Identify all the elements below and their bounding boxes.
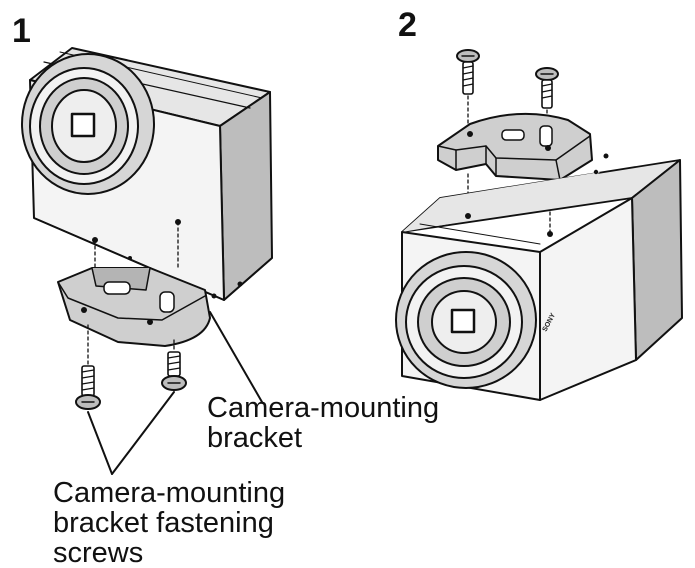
fastening-screw-right (161, 339, 187, 391)
step-1-illustration (21, 47, 273, 475)
bracket-label-line1: Camera-mounting (207, 392, 440, 424)
step-1-number: 1 (12, 12, 31, 50)
step-2-illustration: SONY (395, 49, 683, 401)
screw-top-left (456, 49, 480, 129)
mounting-bracket-step1 (57, 267, 211, 347)
bracket-label-line2: bracket (207, 422, 303, 454)
fastening-screw-left (75, 324, 101, 410)
screws-label-line2: bracket fastening (53, 507, 274, 539)
bracket-leader-line (209, 311, 263, 403)
step-2-number: 2 (398, 6, 417, 44)
screw-top-right (535, 67, 559, 123)
screw-leader-line-right (111, 391, 175, 475)
screw-leader-line-left (87, 411, 113, 475)
lens-step1 (21, 53, 155, 195)
lens-step2 (395, 251, 537, 389)
screws-label-line1: Camera-mounting (53, 477, 286, 509)
mounting-bracket-step2 (437, 112, 593, 181)
screws-label-line3: screws (53, 537, 144, 568)
